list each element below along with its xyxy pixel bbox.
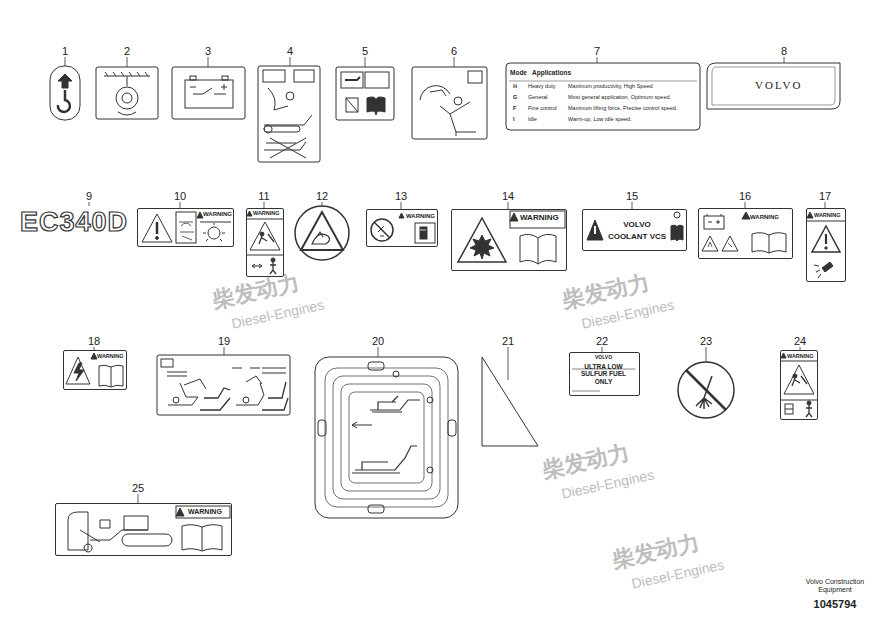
callout-number: 4 (278, 45, 302, 58)
model-decal: EC340D (18, 205, 132, 243)
callout-number: 17 (813, 190, 837, 203)
decal-text: General (528, 94, 548, 100)
decal-text: Fine control (528, 105, 557, 111)
decal-text: ULTRA LOW SULFUR FUEL ONLY (572, 363, 635, 385)
decal-text: WARNING (253, 210, 280, 216)
callout-number: 20 (366, 335, 390, 348)
decal-text: F (513, 105, 516, 111)
warning-decal: WARNING (780, 350, 818, 420)
decal-text: Maximum productivity, High Speed (568, 83, 653, 89)
decal-text: Idle (528, 116, 537, 122)
callout-number: 21 (496, 335, 520, 348)
decal-text: WARNING (97, 353, 124, 359)
callout-number: 14 (496, 190, 520, 203)
decal-text: Warm-up, Low idle speed. (568, 116, 632, 122)
callout-number: 2 (115, 45, 139, 58)
drawing-number: 1045794 (790, 598, 880, 611)
decal-text: Heavy duty (528, 83, 556, 89)
decal-text: Maximum lifting force, Precise control s… (568, 105, 677, 111)
callout-number: 6 (442, 45, 466, 58)
decal-text: VOLVO (755, 79, 803, 92)
callout-number: 5 (353, 45, 377, 58)
decal-text: WARNING (787, 353, 814, 359)
callout-number: 9 (77, 190, 101, 203)
callout-number: 25 (126, 482, 150, 495)
mode-table-decal: Mode ApplicationsH Heavy duty Maximum produ… (506, 63, 700, 130)
decal-text: WARNING (188, 508, 222, 516)
callout-number: 10 (168, 190, 192, 203)
warning-decal: WARNING (55, 503, 232, 556)
decal-text: WARNING (750, 214, 779, 221)
decal-text: Applications (532, 69, 571, 76)
decal-text: WARNING (406, 213, 435, 220)
callout-number: 11 (252, 190, 276, 203)
callout-number: 3 (196, 45, 220, 58)
decal-text: G (513, 94, 517, 100)
callout-number: 7 (585, 45, 609, 58)
callout-number: 18 (82, 335, 106, 348)
warning-decal: WARNING (246, 208, 284, 277)
coolant-decal: VOLVO COOLANT VCS (582, 209, 687, 251)
fuel-decal: VOLVO ULTRA LOW SULFUR FUEL ONLY (569, 352, 640, 396)
publisher-note: Volvo Construction Equipment (790, 578, 880, 594)
decal-text: VOLVO COOLANT VCS (605, 219, 669, 242)
decal-text: Most general application, Optimum speed. (568, 94, 671, 100)
decal-text: WARNING (814, 212, 841, 218)
volvo-plate: VOLVO (707, 63, 840, 109)
decal-text: WARNING (203, 211, 232, 218)
warning-decal: WARNING (451, 209, 567, 271)
decal-text: EC340D (20, 207, 128, 238)
callout-number: 13 (389, 190, 413, 203)
decal-text: Mode (510, 69, 527, 76)
warning-decal: WARNING (137, 208, 234, 247)
warning-decal: WARNING (806, 208, 846, 282)
callout-number: 22 (590, 335, 614, 348)
callout-number: 23 (694, 335, 718, 348)
callout-number: 15 (620, 190, 644, 203)
callout-number: 19 (212, 335, 236, 348)
callout-number: 16 (733, 190, 757, 203)
decal-text: VOLVO (569, 355, 638, 361)
warning-decal: WARNING (698, 208, 793, 259)
callout-number: 24 (788, 335, 812, 348)
decal-text: WARNING (520, 213, 559, 222)
callout-number: 12 (310, 190, 334, 203)
warning-decal: WARNING (63, 350, 127, 390)
decal-text: H (513, 83, 517, 89)
warning-decal: WARNING (366, 209, 438, 247)
callout-number: 1 (53, 45, 77, 58)
decal-text: I (513, 116, 515, 122)
callout-number: 8 (772, 45, 796, 58)
